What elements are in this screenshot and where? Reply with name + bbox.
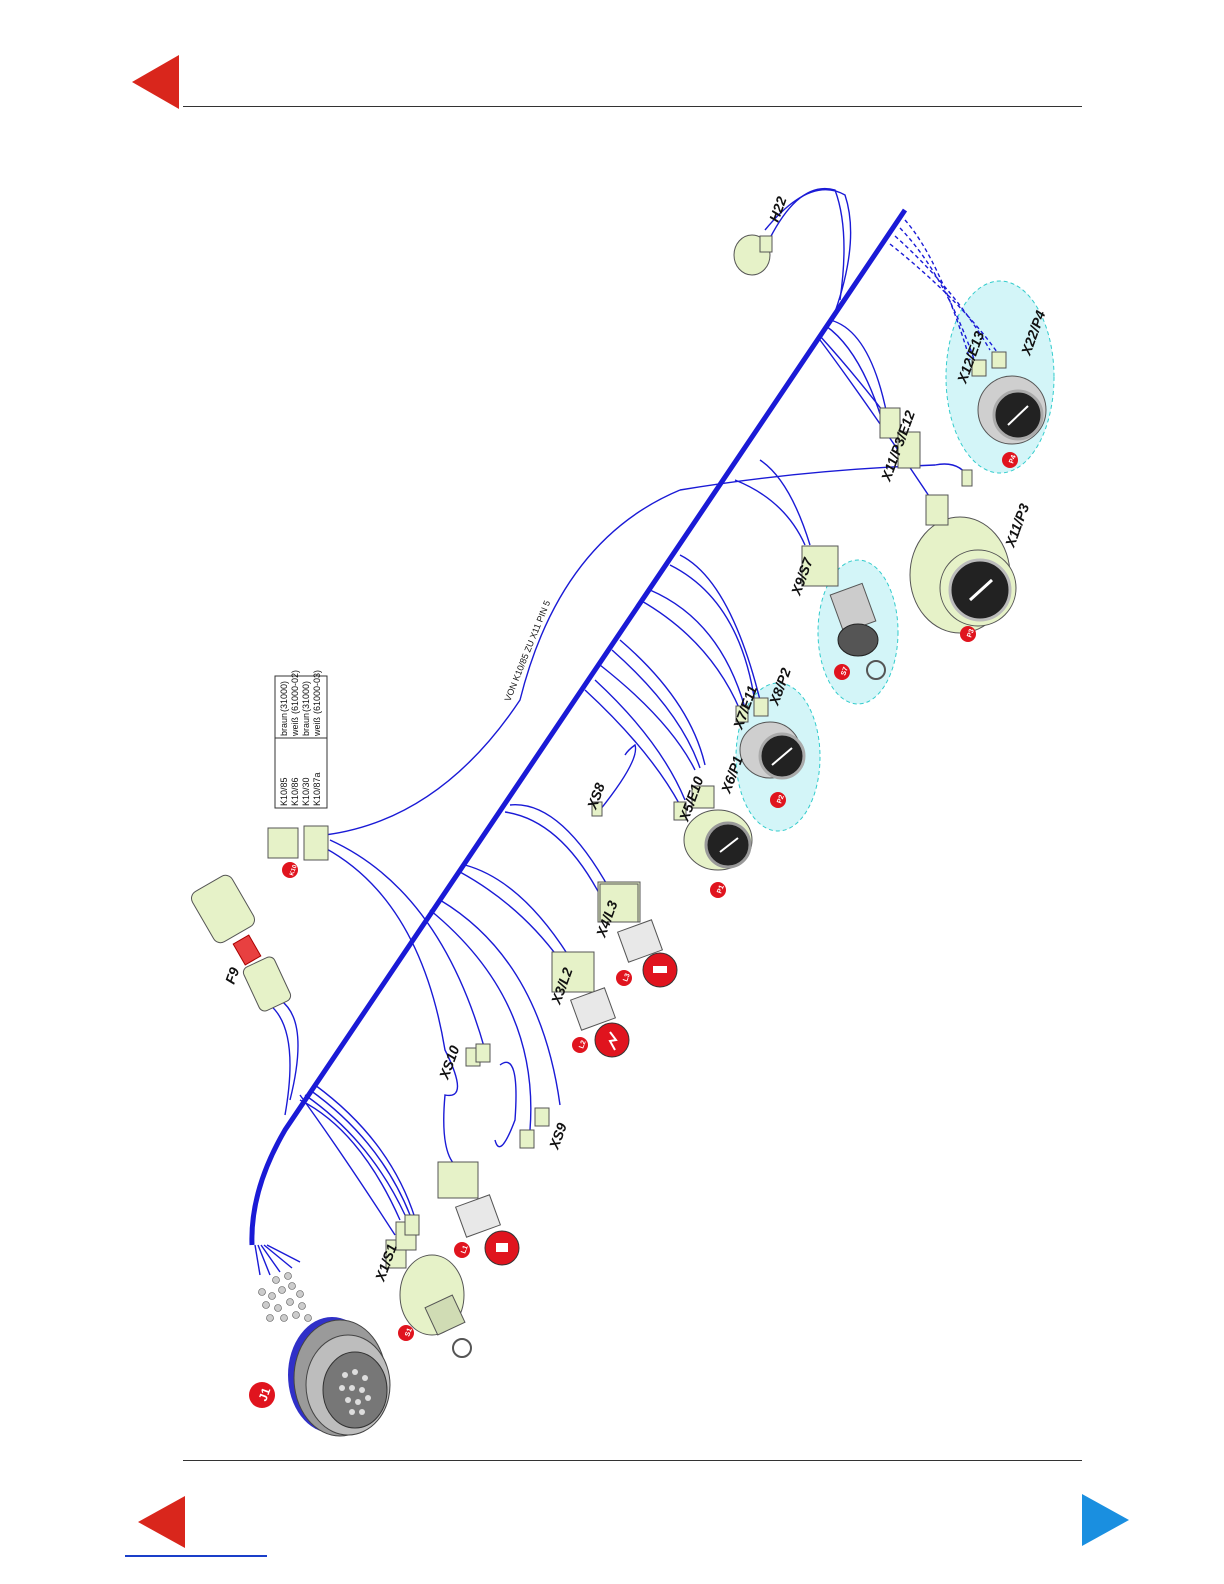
relay-row-4-code: (61000-03) xyxy=(312,670,322,714)
s1-key-switch xyxy=(400,1255,471,1357)
relay-row-3-code: (31000) xyxy=(301,681,311,712)
harness-note: VON K10/85 ZU X11 PIN 5 xyxy=(503,599,553,703)
relay-row-4-color: weiß xyxy=(312,716,322,737)
previous-page-arrow-icon[interactable] xyxy=(138,1496,186,1548)
badge-j1: J1 xyxy=(249,1382,275,1408)
p4-gauge xyxy=(978,376,1046,444)
xs9-plug xyxy=(520,1108,549,1148)
f9-fuse-holder xyxy=(189,872,293,1013)
xs10-plug xyxy=(466,1044,490,1066)
k10-relay xyxy=(268,826,328,860)
relay-row-3-color: braun xyxy=(301,713,311,736)
badge-p4: P4 xyxy=(1002,452,1018,468)
relay-row-2-pin: K10/86 xyxy=(290,777,300,806)
label-xs10: XS10 xyxy=(435,1043,462,1082)
relay-row-2-color: weiß xyxy=(290,716,300,737)
next-page-arrow-icon[interactable] xyxy=(1082,1494,1130,1546)
badge-l2: L2 xyxy=(572,1037,588,1053)
relay-row-3-pin: K10/30 xyxy=(301,777,311,806)
bottom-link-underline[interactable] xyxy=(125,1555,267,1557)
branch-wires xyxy=(255,189,970,1275)
h22-horn-connector xyxy=(734,235,772,275)
badge-p3: P3 xyxy=(960,626,976,642)
footer-rule xyxy=(183,1460,1082,1461)
badge-k10: K10 xyxy=(282,862,299,878)
p3-gauge xyxy=(910,517,1016,633)
relay-row-1-pin: K10/85 xyxy=(279,777,289,806)
l1-indicator-lamp xyxy=(438,1162,519,1265)
badge-l1: L1 xyxy=(454,1242,470,1258)
badge-l3: L3 xyxy=(616,970,632,986)
label-f9: F9 xyxy=(222,965,243,986)
label-x11-p3: X11/P3 xyxy=(1001,501,1032,550)
badge-p1: P1 xyxy=(710,882,726,898)
label-h22: H22 xyxy=(766,194,790,224)
j1-round-connector xyxy=(288,1317,390,1436)
p1-gauge xyxy=(684,810,752,870)
badge-p2: P2 xyxy=(770,792,786,808)
relay-row-4-pin: K10/87a xyxy=(312,772,322,806)
j1-loose-pins xyxy=(259,1273,312,1322)
badge-s7: S7 xyxy=(834,664,850,680)
relay-row-1-color: braun xyxy=(279,713,289,736)
label-xs8: XS8 xyxy=(583,780,608,811)
badge-s1: S1 xyxy=(398,1325,414,1341)
relay-row-1-code: (31000) xyxy=(279,681,289,712)
relay-row-2-code: (61000-02) xyxy=(290,670,300,714)
